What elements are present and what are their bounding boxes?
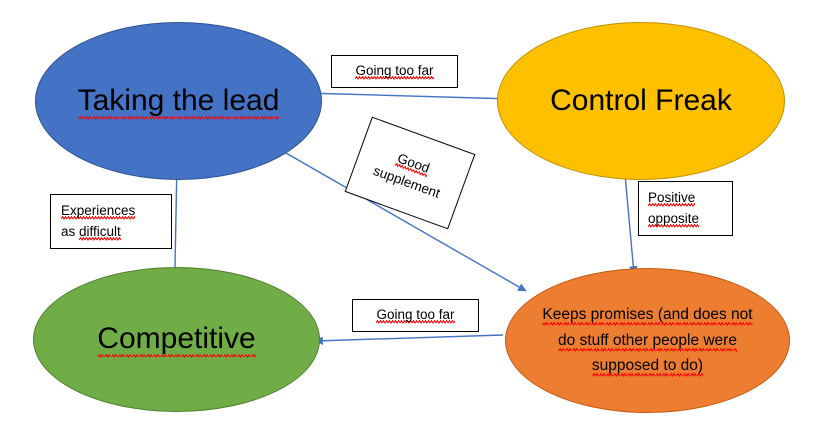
label-experiences-as-difficult[interactable]: Experiences as difficult [50,194,172,249]
node-taking-the-lead[interactable]: Taking the lead [35,22,322,180]
node-control-freak-label: Control Freak [550,83,732,117]
connector-control-freak-to-keeps-promises[interactable] [623,162,638,275]
connector-taking-the-lead-to-control-freak[interactable] [304,92,514,103]
connector-taking-the-lead-to-keeps-promises[interactable] [271,144,527,292]
label-positive-opposite[interactable]: Positive opposite [638,181,733,236]
label-going-too-far-bottom-text: Going too far [376,305,455,326]
spellcheck-underline: Taking the lead [77,83,280,120]
spellcheck-underline: Keeps promises (and does not [542,306,753,327]
connector-keeps-promises-to-competitive[interactable] [314,334,504,345]
node-keeps-promises-label: Keeps promises (and does not do stuff oth… [517,302,777,379]
node-control-freak[interactable]: Control Freak [497,22,785,180]
label-experiences-as-difficult-text: Experiences as difficult [61,201,136,243]
spellcheck-underline: Positive [648,189,696,207]
spellcheck-underline: Experiences [61,202,136,220]
node-keeps-promises[interactable]: Keeps promises (and does not do stuff oth… [505,268,790,413]
spellcheck-underline: Going too far [376,307,455,325]
spellcheck-underline: opposite [648,210,700,228]
node-taking-the-lead-label: Taking the lead [47,83,309,120]
node-competitive-label: Competitive [45,321,307,359]
label-going-too-far-top[interactable]: Going too far [331,55,458,88]
spellcheck-underline: supposed to do) [591,357,704,378]
node-competitive[interactable]: Competitive [33,267,320,412]
label-positive-opposite-text: Positive opposite [648,188,700,230]
label-going-too-far-top-text: Going too far [355,61,434,82]
spellcheck-underline: Going too far [355,63,434,81]
spellcheck-underline: do stuff other people were [558,331,737,352]
label-going-too-far-bottom[interactable]: Going too far [352,299,479,332]
label-experiences-line2: as difficult [61,223,121,241]
spellcheck-underline: Competitive [97,322,256,359]
